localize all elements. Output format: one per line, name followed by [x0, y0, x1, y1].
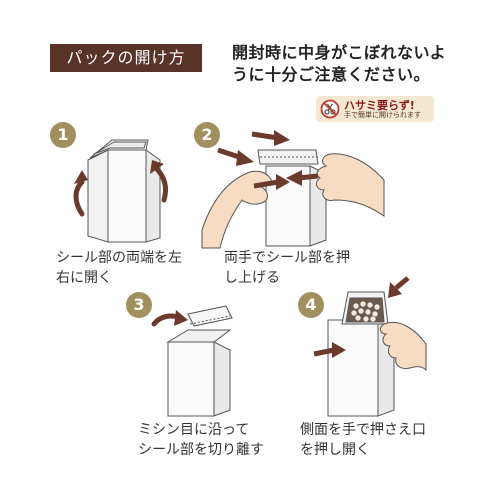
caution-notice: 開封時に中身がこぼれないように十分ご注意ください。: [232, 43, 447, 84]
step-1-number: 1: [50, 122, 76, 148]
section-title: パックの開け方: [50, 44, 202, 72]
step-3-number: 3: [126, 292, 152, 318]
step-3-text: ミシン目に沿って シール部を切り離す: [138, 422, 264, 458]
step-4-number: 4: [298, 292, 324, 318]
no-scissors-badge: ハサミ要らず! 手で簡単に開けられます: [316, 96, 434, 122]
step-1-illustration: [73, 139, 169, 243]
step-4-text: 側面を手で押さえ口 を押し開く: [300, 422, 426, 458]
step-4-illustration: [313, 276, 427, 417]
step-2-illustration: [201, 130, 385, 249]
step-2-number: 2: [194, 122, 220, 148]
badge-sub-text: 手で簡単に開けられます: [344, 111, 421, 119]
step-3-illustration: [151, 305, 233, 417]
step-1-text: シール部の両端を左 右に開く: [56, 250, 182, 286]
no-scissors-icon: [320, 99, 340, 119]
badge-main-text: ハサミ要らず!: [344, 99, 415, 112]
step-2-text: 両手でシール部を押 し上げる: [224, 250, 350, 286]
